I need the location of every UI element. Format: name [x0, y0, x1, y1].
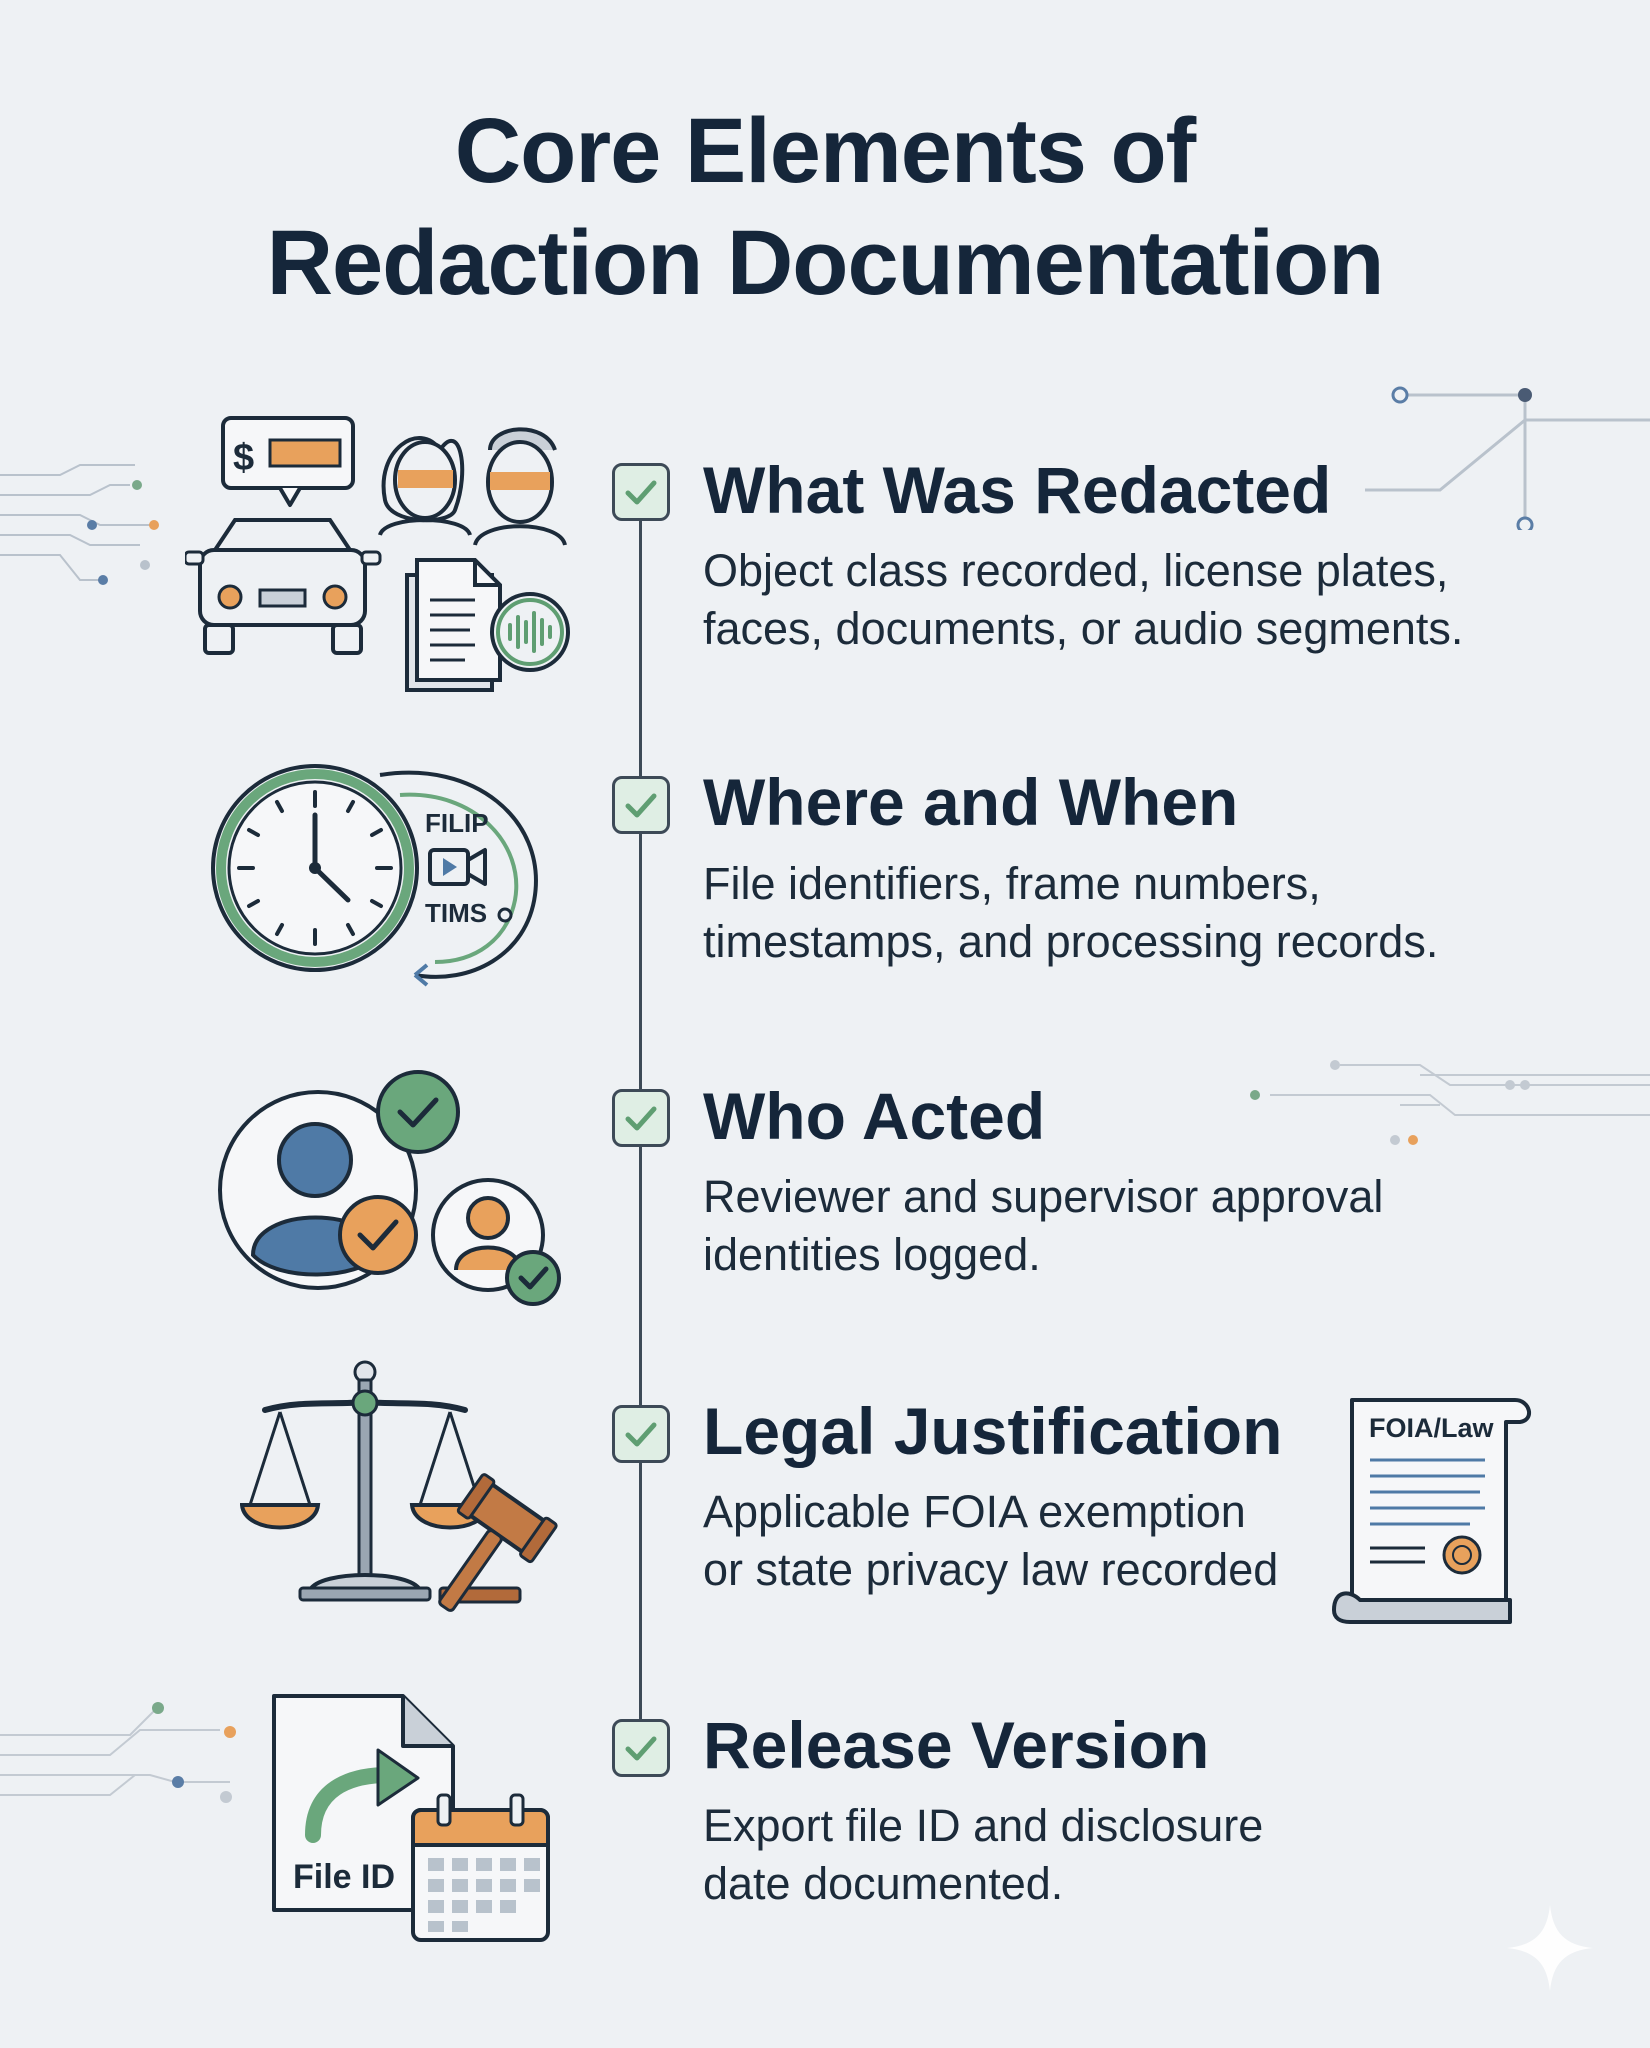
redacted-faces-icon	[378, 427, 567, 546]
supervisor-icon	[431, 1178, 561, 1306]
video-camera-icon	[379, 770, 538, 987]
filip-label: FILIP	[425, 808, 489, 838]
car-icon	[185, 518, 382, 655]
section-1-desc-line-2: faces, documents, or audio segments.	[703, 603, 1464, 654]
section-4-desc-line-1: Applicable FOIA exemption	[703, 1486, 1246, 1537]
section-5-desc-line-2: date documented.	[703, 1858, 1064, 1909]
section-3-description: Reviewer and supervisor approval identit…	[703, 1168, 1563, 1284]
sparkle-icon	[1507, 1905, 1593, 1991]
check-icon	[625, 793, 657, 818]
legal-scroll-icon	[1332, 1398, 1531, 1624]
section-3-desc-line-2: identities logged.	[703, 1229, 1041, 1280]
file-id-label: File ID	[293, 1858, 396, 1896]
section-2-desc-line-1: File identifiers, frame numbers,	[703, 858, 1321, 909]
dollar-bubble-icon: $	[221, 416, 355, 507]
section-2-checkbox	[612, 776, 670, 834]
section-1-description: Object class recorded, license plates, f…	[703, 542, 1563, 658]
check-icon	[625, 1422, 657, 1447]
section-2-description: File identifiers, frame numbers, timesta…	[703, 855, 1563, 971]
svg-text:$: $	[233, 437, 254, 479]
section-4-description: Applicable FOIA exemption or state priva…	[703, 1483, 1563, 1599]
circuit-decoration-left-top	[0, 464, 159, 585]
check-badge-icon	[376, 1070, 460, 1154]
section-4-checkbox	[612, 1405, 670, 1463]
circuit-decoration-right-top	[1365, 386, 1650, 530]
section-2-icons	[211, 764, 538, 987]
export-file-icon	[272, 1694, 455, 1912]
calendar-icon	[411, 1793, 550, 1942]
section-5-description: Export file ID and disclosure date docum…	[703, 1797, 1563, 1913]
section-1-icons: $	[185, 416, 570, 692]
section-4-desc-line-2: or state privacy law recorded	[703, 1544, 1279, 1595]
section-5-checkbox	[612, 1719, 670, 1777]
check-icon	[625, 1736, 657, 1761]
section-5-title: Release Version	[703, 1708, 1210, 1782]
clock-icon	[211, 764, 419, 972]
section-4-title: Legal Justification	[703, 1394, 1283, 1468]
section-3-icons	[218, 1070, 561, 1306]
section-4-icons	[240, 1360, 558, 1612]
section-1-title: What Was Redacted	[703, 453, 1332, 527]
section-1-desc-line-1: Object class recorded, license plates,	[703, 545, 1449, 596]
section-2-desc-line-2: timestamps, and processing records.	[703, 916, 1439, 967]
page-title-line-2: Redaction Documentation	[266, 212, 1385, 314]
reviewer-icon	[218, 1090, 418, 1290]
gavel-icon	[438, 1473, 558, 1612]
scroll-label: FOIA/Law	[1369, 1413, 1494, 1443]
circuit-decoration-left-bottom	[0, 1702, 236, 1803]
section-2-title: Where and When	[703, 765, 1239, 839]
page-title: Core Elements of Redaction Documentation	[0, 95, 1650, 319]
check-icon	[625, 480, 657, 505]
section-5-icons	[272, 1694, 550, 1942]
circuit-decoration-right-middle	[1250, 1060, 1650, 1145]
tims-label: TIMS	[425, 898, 488, 928]
scales-icon	[240, 1360, 491, 1602]
section-3-desc-line-1: Reviewer and supervisor approval	[703, 1171, 1384, 1222]
section-3-title: Who Acted	[703, 1079, 1046, 1153]
document-audio-icon	[405, 558, 570, 692]
check-icon	[625, 1106, 657, 1131]
section-3-checkbox	[612, 1089, 670, 1147]
section-5-desc-line-1: Export file ID and disclosure	[703, 1800, 1264, 1851]
page-title-line-1: Core Elements of	[454, 100, 1197, 202]
section-1-checkbox	[612, 463, 670, 521]
